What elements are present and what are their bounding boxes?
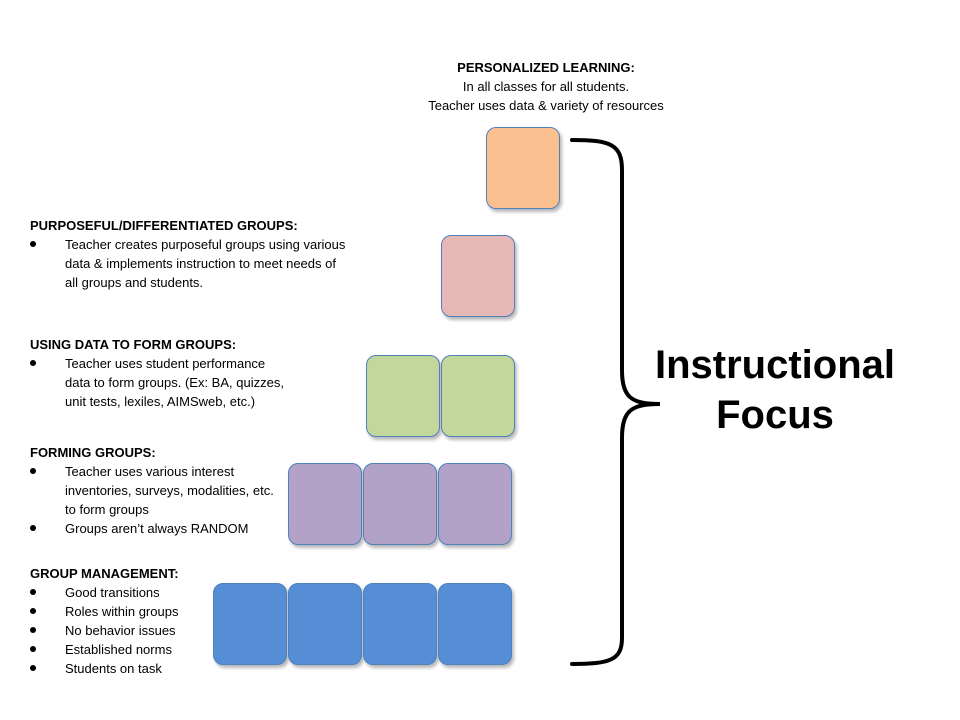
- block-using-data: [441, 355, 515, 437]
- block-forming-groups: [363, 463, 437, 545]
- level-heading: FORMING GROUPS:: [30, 445, 156, 460]
- list-item: Good transitions: [30, 583, 350, 602]
- bullet-text: Groups aren’t always RANDOM: [65, 521, 249, 536]
- instructional-focus-caption: Instructional Focus: [640, 340, 910, 440]
- block-group-management: [213, 583, 287, 665]
- block-using-data: [366, 355, 440, 437]
- bullet-icon: [30, 627, 36, 633]
- bullet-text: No behavior issues: [65, 623, 176, 638]
- level-using-data: USING DATA TO FORM GROUPS: Teacher uses …: [30, 335, 350, 411]
- list-item: Teacher uses various interest inventorie…: [30, 462, 280, 519]
- list-item: Established norms: [30, 640, 350, 659]
- personalized-learning-line-2: Teacher uses data & variety of resources: [428, 98, 664, 113]
- bullet-text: Teacher uses student performance data to…: [65, 356, 284, 409]
- bullet-icon: [30, 468, 36, 474]
- personalized-learning-heading: PERSONALIZED LEARNING:: [457, 60, 635, 75]
- bullet-list: Good transitions Roles within groups No …: [30, 583, 350, 678]
- level-heading: PURPOSEFUL/DIFFERENTIATED GROUPS:: [30, 218, 298, 233]
- bullet-icon: [30, 646, 36, 652]
- right-curly-brace: [570, 138, 661, 666]
- block-forming-groups: [288, 463, 362, 545]
- bullet-text: Teacher creates purposeful groups using …: [65, 237, 346, 290]
- block-group-management: [438, 583, 512, 665]
- bullet-icon: [30, 589, 36, 595]
- bullet-list: Teacher uses student performance data to…: [30, 354, 292, 411]
- bullet-text: Good transitions: [65, 585, 160, 600]
- list-item: Groups aren’t always RANDOM: [30, 519, 280, 538]
- list-item: Roles within groups: [30, 602, 350, 621]
- bullet-icon: [30, 525, 36, 531]
- bullet-icon: [30, 608, 36, 614]
- list-item: Teacher uses student performance data to…: [30, 354, 292, 411]
- bullet-list: Teacher uses various interest inventorie…: [30, 462, 280, 538]
- level-forming-groups: FORMING GROUPS: Teacher uses various int…: [30, 443, 350, 538]
- list-item: No behavior issues: [30, 621, 350, 640]
- level-heading: USING DATA TO FORM GROUPS:: [30, 337, 237, 352]
- block-group-management: [363, 583, 437, 665]
- caption-line-2: Focus: [716, 393, 834, 437]
- bullet-text: Roles within groups: [65, 604, 179, 619]
- bullet-text: Established norms: [65, 642, 172, 657]
- level-group-management: GROUP MANAGEMENT: Good transitions Roles…: [30, 564, 350, 678]
- list-item: Students on task: [30, 659, 350, 678]
- caption-line-1: Instructional: [654, 343, 896, 387]
- bullet-icon: [30, 241, 36, 247]
- bullet-text: Students on task: [65, 661, 162, 676]
- block-personalized: [486, 127, 560, 209]
- bullet-icon: [30, 360, 36, 366]
- list-item: Teacher creates purposeful groups using …: [30, 235, 350, 292]
- block-forming-groups: [438, 463, 512, 545]
- bullet-list: Teacher creates purposeful groups using …: [30, 235, 350, 292]
- level-purposeful-groups: PURPOSEFUL/DIFFERENTIATED GROUPS: Teache…: [30, 216, 350, 292]
- bullet-icon: [30, 665, 36, 671]
- level-heading: GROUP MANAGEMENT:: [30, 566, 179, 581]
- personalized-learning-text: PERSONALIZED LEARNING: In all classes fo…: [396, 58, 696, 115]
- bullet-text: Teacher uses various interest inventorie…: [65, 464, 274, 517]
- block-group-management: [288, 583, 362, 665]
- block-purposeful: [441, 235, 515, 317]
- personalized-learning-line-1: In all classes for all students.: [462, 79, 630, 94]
